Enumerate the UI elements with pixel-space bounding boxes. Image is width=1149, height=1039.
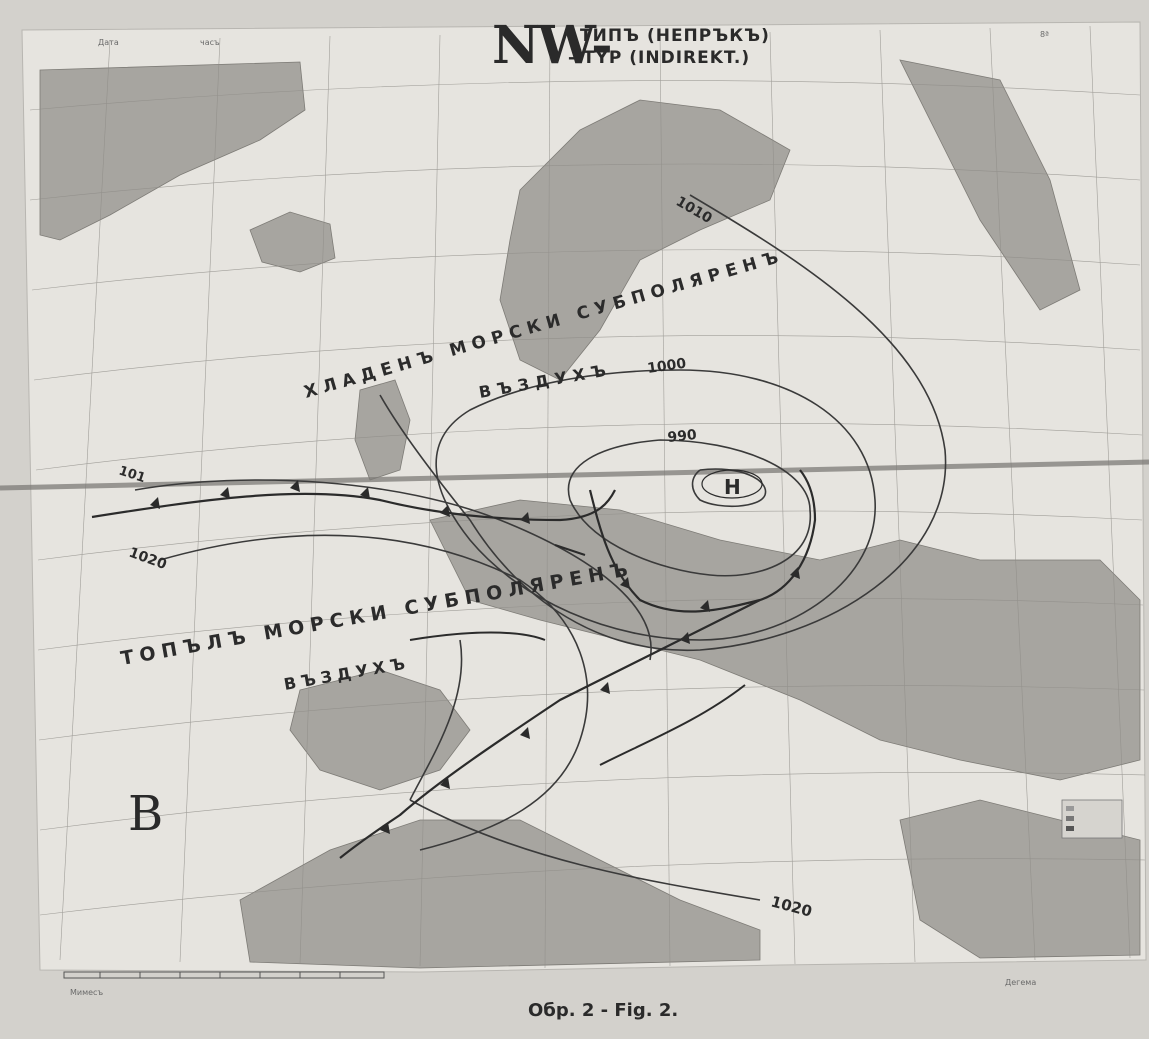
isobar-1000 [435, 369, 876, 641]
isobar-990 [567, 439, 811, 577]
iberia [289, 669, 471, 791]
arrow-1 [409, 631, 546, 641]
fronts [91, 469, 817, 859]
arrow-2 [599, 684, 746, 766]
cold-front-west [91, 489, 616, 522]
low-pressure-label: Н [724, 475, 741, 499]
iceland [249, 211, 336, 273]
isobar-1010-north [379, 194, 947, 652]
fold-line [0, 459, 1149, 491]
scale-bar [63, 971, 385, 979]
arrow-3 [554, 544, 586, 556]
land-masses [39, 59, 1141, 969]
isobar-label-990: 990 [667, 427, 698, 446]
north-africa [239, 819, 761, 969]
scandinavia [499, 99, 791, 381]
isobar-1020-west [159, 534, 589, 851]
occluded-front [588, 469, 817, 613]
isobar-980-inner [691, 468, 767, 508]
russia-north [899, 59, 1081, 311]
low-center-marker [701, 469, 763, 499]
anatolia-east [899, 799, 1141, 959]
isobar-1020-south [409, 799, 761, 901]
wind-arrows [409, 544, 746, 766]
isobar-1020-curve [409, 639, 463, 801]
isobar-label-1000: 1000 [646, 356, 687, 377]
isobar-1010-west [134, 479, 652, 661]
isobars [134, 194, 947, 901]
british-isles [354, 379, 411, 481]
warm-front-south [339, 599, 761, 859]
graticule [29, 25, 1146, 969]
legend-box [1061, 799, 1123, 839]
front-pips [150, 480, 800, 834]
